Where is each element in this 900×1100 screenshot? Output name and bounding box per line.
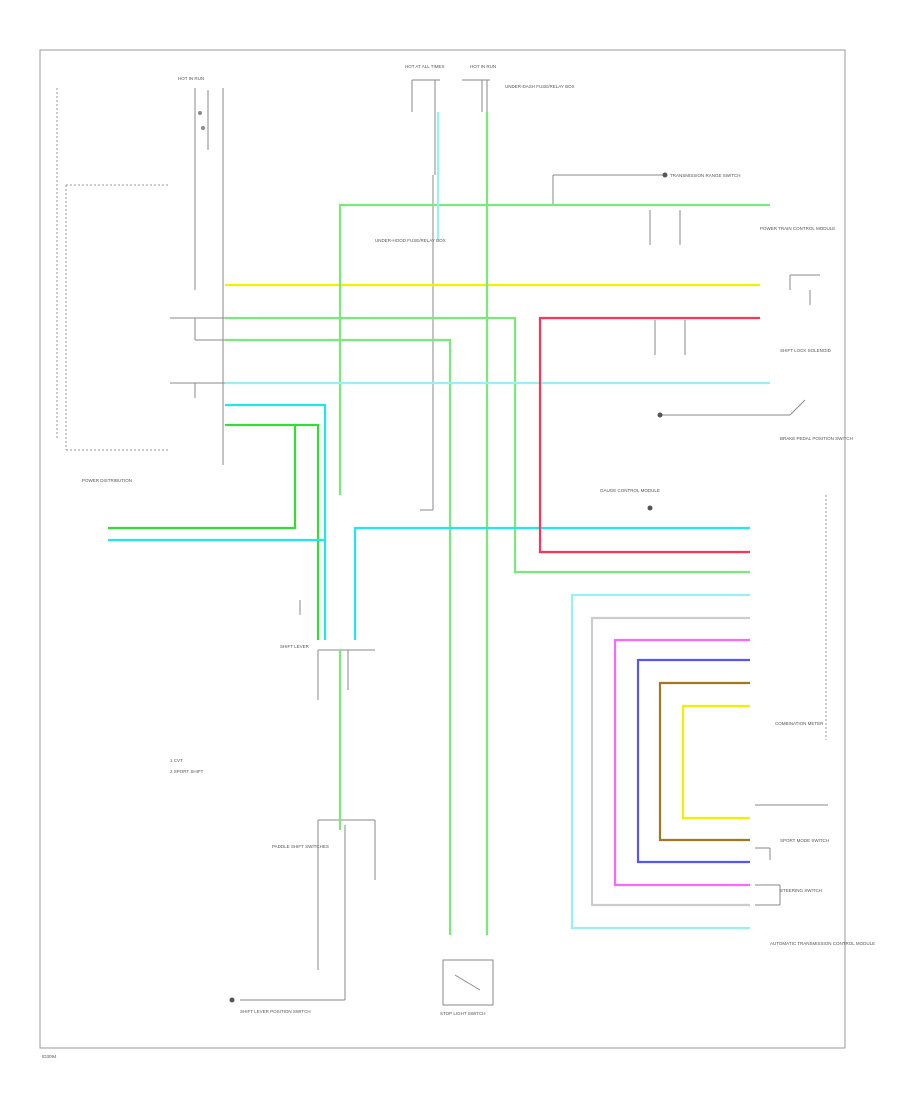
wire-green-left (108, 425, 297, 530)
colored-wires (108, 112, 770, 935)
label-shift-lever: SHIFT LEVER (280, 644, 310, 649)
wire-red (538, 316, 760, 554)
gray-wiring (56, 79, 828, 1006)
label-fuse-top-2: HOT IN RUN (470, 64, 496, 69)
wire-green-318 (225, 316, 750, 574)
label-combination-meter: COMBINATION METER (775, 721, 824, 726)
wire-green-top (338, 203, 770, 495)
labels: HOT IN RUN HOT AT ALL TIMES HOT IN RUN U… (42, 64, 875, 1059)
label-fuse-top-note: UNDER-DASH FUSE/RELAY BOX (505, 84, 575, 89)
label-shift-lock: SHIFT LOCK SOLENOID (780, 348, 832, 353)
label-sensor-top-right: POWER TRAIN CONTROL MODULE (760, 226, 835, 231)
wire-green-340 (225, 338, 452, 935)
label-bottom-right: AUTOMATIC TRANSMISSION CONTROL MODULE (770, 941, 875, 946)
label-sport-mode: SPORT MODE SWITCH (780, 838, 829, 843)
label-paddle-switch: PADDLE SHIFT SWITCHES (272, 844, 329, 849)
label-bottom-left: SHIFT LEVER POSITION SWITCH (240, 1009, 311, 1014)
wire-blue-right (636, 658, 750, 864)
diagram-frame (39, 49, 846, 1049)
footer-code: ID3094 (42, 1054, 57, 1059)
label-transmission-range: TRANSMISSION RANGE SWITCH (670, 173, 741, 178)
wire-magenta-right (613, 638, 750, 887)
label-brake-switch: BRAKE PEDAL POSITION SWITCH (780, 436, 853, 441)
label-bottom-center: STOP LIGHT SWITCH (440, 1011, 486, 1016)
wire-cyan-long (353, 526, 750, 640)
wire-green-425 (225, 423, 320, 640)
label-steering-switch: STEERING SWITCH (780, 888, 822, 893)
wire-yellow-right (681, 704, 750, 820)
legend-item-1: 1 CVT (170, 758, 183, 763)
label-gauge-control: GAUGE CONTROL MODULE (600, 488, 660, 493)
label-power-left: POWER DISTRIBUTION (82, 478, 132, 483)
label-fuse-top-1: HOT AT ALL TIMES (405, 64, 445, 69)
wire-cyan-right (570, 593, 750, 930)
wire-cyan-405 (225, 403, 327, 640)
legend-item-2: 2 SPORT SHIFT (170, 769, 204, 774)
label-box-mid: UNDER-HOOD FUSE/RELAY BOX (375, 238, 446, 243)
label-fuse-left: HOT IN RUN (178, 76, 204, 81)
wire-brown-right (658, 681, 750, 842)
wire-lightgray-right (590, 616, 750, 907)
